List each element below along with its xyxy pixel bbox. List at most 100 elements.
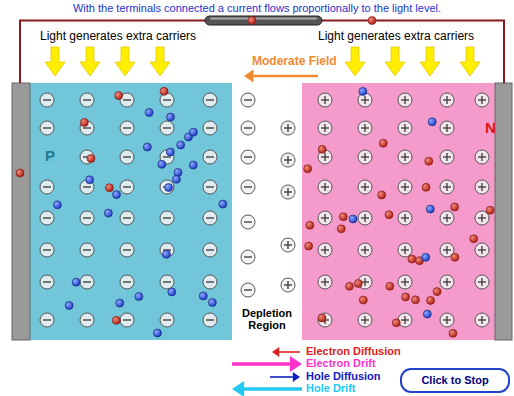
acceptor-ion — [120, 150, 134, 164]
acceptor-ion — [241, 250, 255, 264]
ion-ring — [398, 93, 412, 107]
ion-ring — [160, 313, 174, 327]
ion-sign — [481, 214, 482, 222]
annotation-label: Light generates extra carriers — [318, 30, 474, 44]
carrier — [337, 225, 345, 233]
carrier — [449, 329, 457, 337]
ion-ring — [358, 243, 372, 257]
light-arrow — [150, 47, 170, 76]
carrier — [199, 292, 207, 300]
ion-ring — [40, 93, 54, 107]
donor-ion — [358, 180, 372, 194]
arrow-head — [290, 356, 302, 372]
ion-sign — [83, 281, 91, 282]
acceptor-ion — [120, 243, 134, 257]
ion-sign — [244, 156, 252, 157]
ion-ring — [358, 150, 372, 164]
donor-ion — [281, 121, 295, 135]
acceptor-ion — [80, 243, 94, 257]
carrier — [386, 282, 394, 290]
carrier — [143, 143, 151, 151]
donor-ion — [318, 121, 332, 135]
carrier — [486, 206, 494, 214]
ion-ring — [160, 121, 174, 135]
stop-button-text: Click to Stop — [402, 374, 508, 387]
ion-sign — [481, 183, 482, 191]
ion-ring — [40, 211, 54, 225]
ion-sign — [446, 246, 447, 254]
acceptor-ion — [120, 275, 134, 289]
donor-ion — [318, 243, 332, 257]
acceptor-ion — [241, 180, 255, 194]
ion-ring — [440, 211, 454, 225]
light-arrow — [460, 47, 480, 76]
ion-ring — [80, 93, 94, 107]
ion-ring — [80, 313, 94, 327]
carrier — [53, 201, 61, 209]
ion-sign — [404, 153, 405, 161]
ion-sign — [244, 99, 252, 100]
acceptor-ion — [40, 313, 54, 327]
ion-sign — [404, 214, 405, 222]
stop-button: Click to Stop — [400, 368, 510, 393]
ion-sign — [324, 124, 325, 132]
ion-ring — [203, 243, 217, 257]
carrier — [65, 301, 73, 309]
ion-sign — [123, 186, 131, 187]
ion-sign — [404, 96, 405, 104]
donor-ion — [318, 180, 332, 194]
ion-ring — [475, 93, 489, 107]
carrier — [166, 148, 174, 156]
carrier — [411, 296, 419, 304]
ion-ring — [80, 150, 94, 164]
donor-ion — [440, 275, 454, 289]
ion-ring — [475, 313, 489, 327]
carrier — [423, 310, 431, 318]
ion-sign — [163, 319, 171, 320]
n-region-text: N — [485, 119, 496, 136]
carrier — [422, 183, 430, 191]
ion-sign — [244, 289, 252, 290]
annotation-label: Light generates extra carriers — [40, 30, 196, 44]
legend-text: Electron Diffusion — [306, 345, 401, 358]
acceptor-ion — [203, 275, 217, 289]
acceptor-ion — [80, 211, 94, 225]
light-arrow — [420, 47, 440, 76]
arrow-head — [293, 372, 300, 382]
donor-ion — [318, 211, 332, 225]
carrier — [80, 118, 88, 126]
donor-ion — [475, 211, 489, 225]
carrier — [359, 87, 367, 95]
acceptor-ion — [203, 93, 217, 107]
acceptor-ion — [203, 243, 217, 257]
donor-ion — [398, 275, 412, 289]
ion-sign — [83, 99, 91, 100]
donor-ion — [281, 278, 295, 292]
ion-sign — [123, 99, 131, 100]
ion-sign — [287, 156, 288, 164]
acceptor-ion — [80, 275, 94, 289]
acceptor-ion — [80, 93, 94, 107]
ion-ring — [358, 313, 372, 327]
ion-ring — [120, 150, 134, 164]
acceptor-ion — [241, 283, 255, 297]
ion-ring — [241, 121, 255, 135]
ion-ring — [440, 180, 454, 194]
ion-sign — [404, 124, 405, 132]
acceptor-ion — [40, 243, 54, 257]
carrier — [385, 211, 393, 219]
ion-ring — [398, 275, 412, 289]
legend-text: Hole Diffusion — [306, 370, 381, 383]
ion-sign — [446, 214, 447, 222]
acceptor-ion — [203, 121, 217, 135]
acceptor-ion — [120, 313, 134, 327]
p-region: P — [12, 83, 232, 340]
ion-sign — [43, 281, 51, 282]
diagram-title: With the terminals connected a current f… — [0, 2, 514, 15]
acceptor-ion — [203, 150, 217, 164]
donor-ion — [318, 313, 332, 327]
ion-sign — [83, 186, 91, 187]
ion-sign — [364, 214, 365, 222]
donor-ion — [440, 211, 454, 225]
carrier-layer — [40, 47, 494, 396]
